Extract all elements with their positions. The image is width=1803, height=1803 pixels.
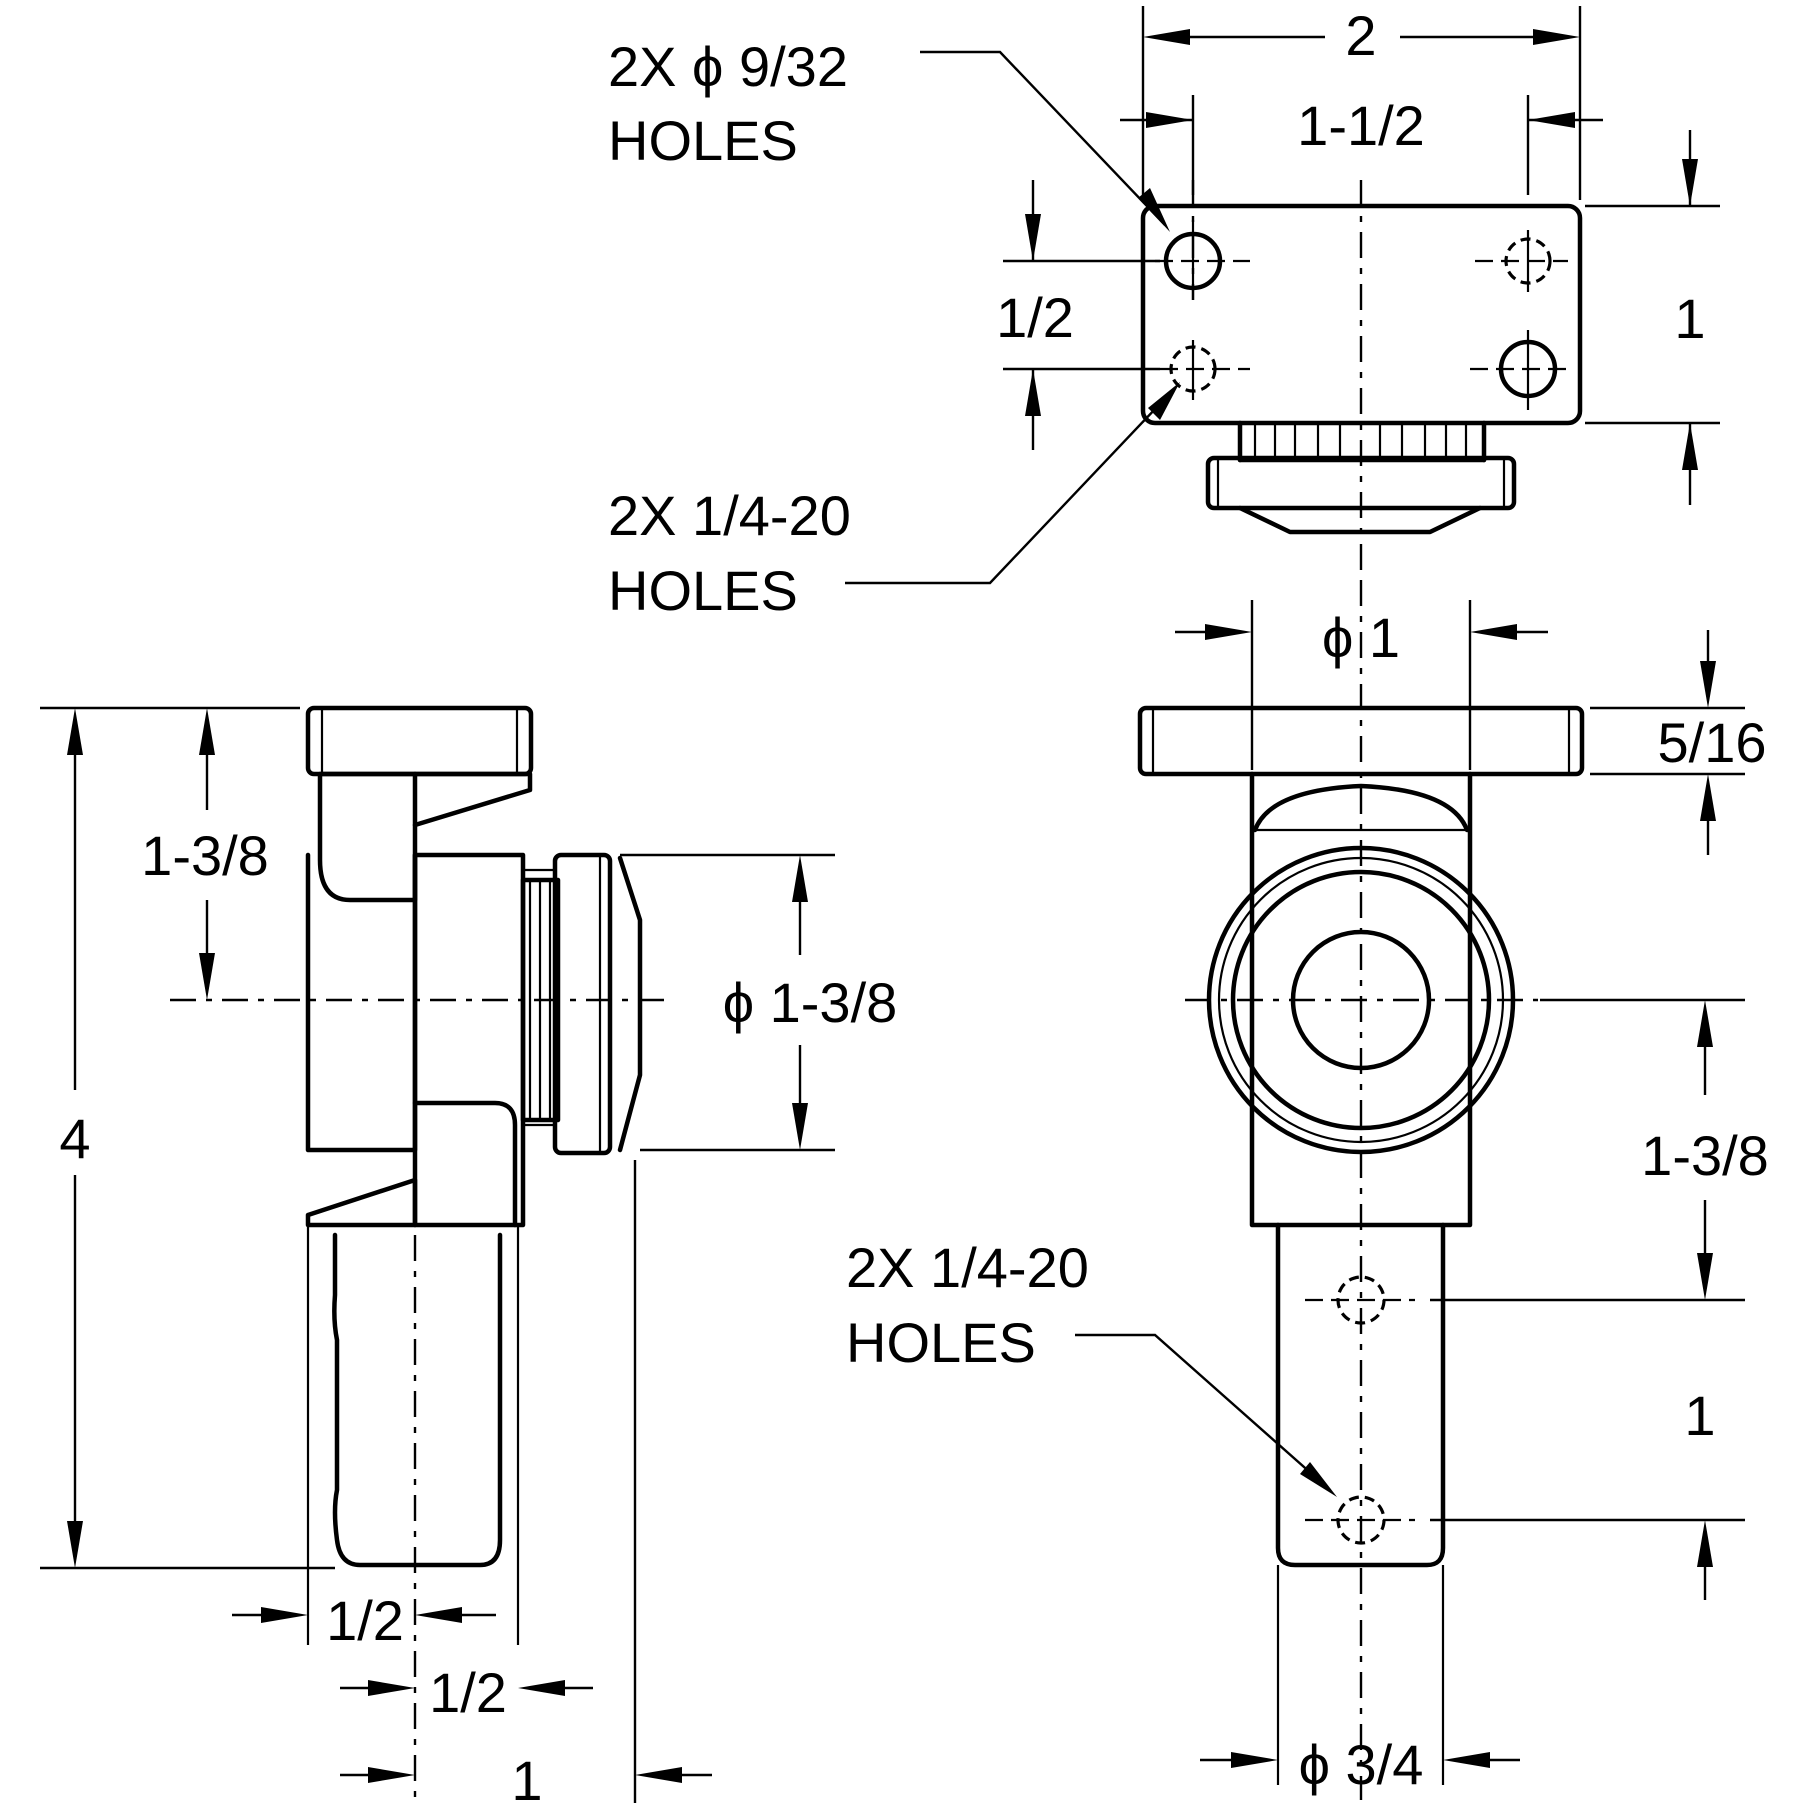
callout-front-line2: HOLES (846, 1311, 1036, 1374)
dim-pin-offset: 1/2 (232, 1589, 496, 1652)
front-view: ϕ 1 5/16 1-3/8 1 (846, 580, 1769, 1800)
dim-top-to-center: 1-3/8 (141, 708, 269, 1000)
dim-flange-thickness: 5/16 (1590, 630, 1767, 855)
dim-hole-spacing-label: 1 (1684, 1384, 1715, 1447)
callout-clearance-line2: HOLES (608, 109, 798, 172)
dim-body-dia-label: ϕ 1 (1322, 606, 1400, 669)
dim-hole-spacing-y-label: 1/2 (996, 286, 1074, 349)
clearance-hole-top-left (1155, 220, 1250, 300)
dim-depth-label: 1 (1674, 287, 1705, 350)
callout-tapped-holes-top: 2X 1/4-20 HOLES (608, 382, 1180, 622)
side-knob (520, 852, 643, 1156)
side-knob-hub (412, 852, 526, 1228)
side-view: 4 1-3/8 ϕ 1-3/8 1/2 (40, 705, 898, 1803)
dim-knob-projection: 1 (340, 1749, 712, 1803)
clearance-hole-bottom-right (1470, 330, 1570, 410)
tapped-hole-top-right (1475, 230, 1568, 292)
front-knob-inner (1230, 869, 1492, 1131)
dim-center-to-hole: 1-3/8 (1430, 998, 1769, 1302)
dim-pin-dia: ϕ 3/4 (1200, 1733, 1520, 1796)
dim-width: 2 (1141, 4, 1582, 200)
dim-hole-spacing: 1 (1430, 1384, 1745, 1600)
side-pin (332, 1232, 503, 1568)
callout-tapped-top-line1: 2X 1/4-20 (608, 484, 851, 547)
dim-knob-dia: ϕ 1-3/8 (620, 853, 898, 1152)
callout-clearance-holes: 2X ϕ 9/32 HOLES (608, 35, 1170, 232)
side-upper-arm (317, 771, 418, 903)
side-top-flange (305, 705, 534, 777)
dim-flange-thickness-label: 5/16 (1658, 711, 1767, 774)
dim-overall-height-label: 4 (59, 1107, 90, 1170)
front-body-shoulder (1252, 783, 1470, 833)
dim-hole-spacing-x-label: 1-1/2 (1297, 94, 1425, 157)
dim-pin-to-face-label: 1/2 (429, 1661, 507, 1724)
top-view: 2 1-1/2 1/2 (608, 4, 1720, 622)
dim-width-label: 2 (1345, 4, 1376, 67)
dim-top-to-center-label: 1-3/8 (141, 824, 269, 887)
callout-clearance-line1: 2X ϕ 9/32 (608, 35, 848, 98)
dim-hole-spacing-x: 1-1/2 (1120, 94, 1603, 195)
callout-front-tapped-holes: 2X 1/4-20 HOLES (846, 1236, 1337, 1497)
tapped-hole-bottom-left (1160, 340, 1250, 400)
dim-pin-dia-label: ϕ 3/4 (1299, 1733, 1424, 1796)
callout-tapped-top-line2: HOLES (608, 559, 798, 622)
dim-depth: 1 (1585, 130, 1720, 505)
dim-center-to-hole-label: 1-3/8 (1641, 1124, 1769, 1187)
dim-pin-to-face: 1/2 (340, 1661, 593, 1724)
dim-body-dia: ϕ 1 (1175, 600, 1548, 770)
dim-pin-offset-label: 1/2 (326, 1589, 404, 1652)
front-pin (1275, 1222, 1446, 1568)
dim-overall-height: 4 (40, 706, 335, 1570)
dim-knob-dia-label: ϕ 1-3/8 (723, 971, 898, 1034)
callout-front-line1: 2X 1/4-20 (846, 1236, 1089, 1299)
dim-hole-spacing-y: 1/2 (996, 180, 1160, 450)
dim-knob-projection-label: 1 (511, 1749, 542, 1803)
